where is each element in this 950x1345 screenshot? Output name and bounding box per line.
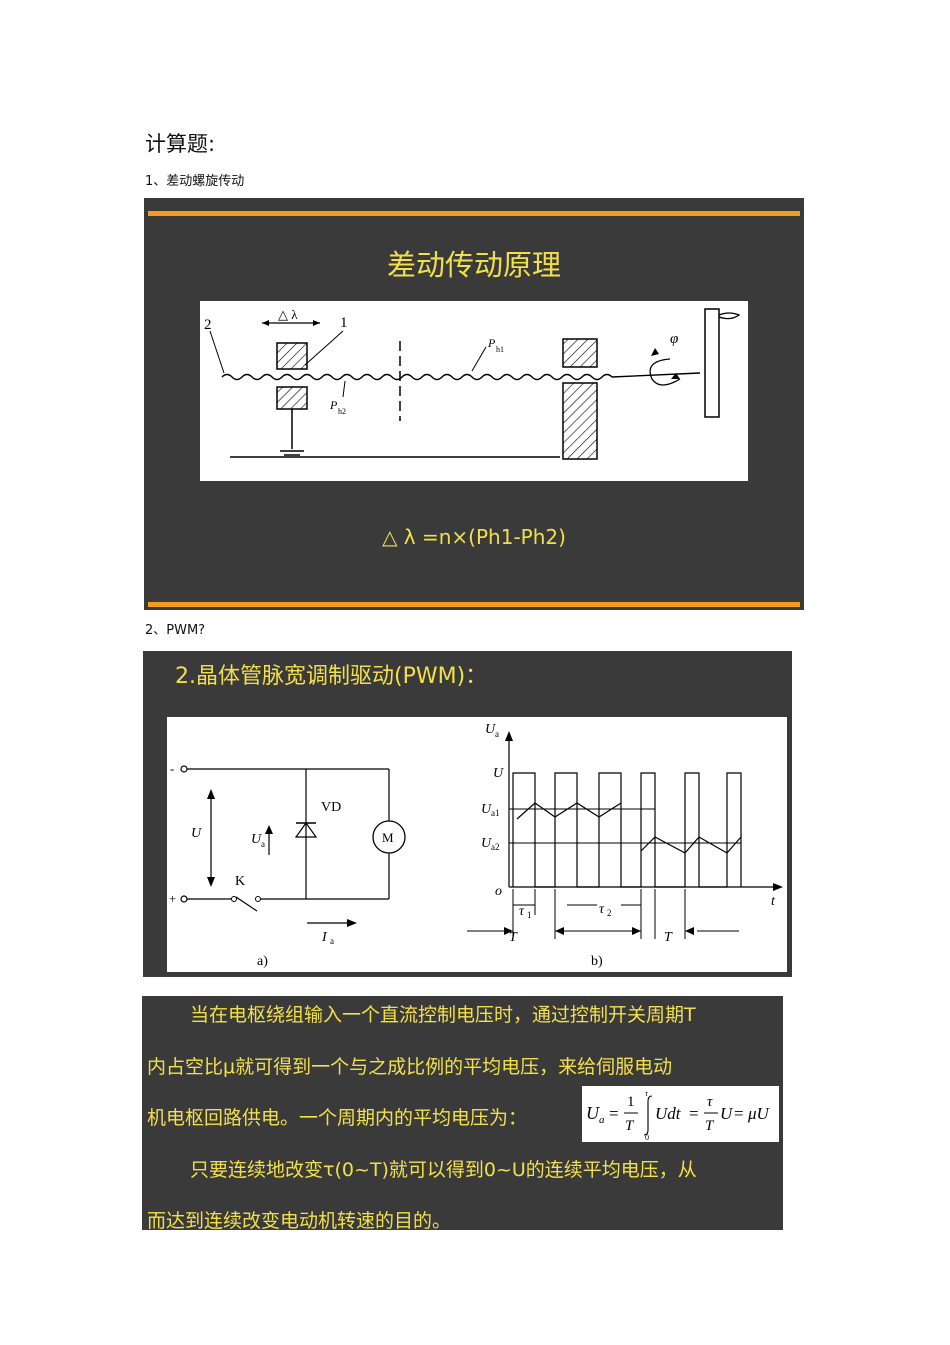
switch-k (235, 896, 258, 912)
diagram-label: o (495, 884, 502, 899)
label-1: 1 (340, 315, 348, 331)
label-2: 2 (204, 317, 212, 333)
item-2-label: 2、PWM? (145, 623, 206, 638)
pwm-diagram: - + U U a VD M K I a a) (167, 717, 787, 972)
diagram-label: = (609, 1104, 619, 1123)
diagram-label: - (170, 761, 174, 776)
orange-bar-bottom (148, 602, 800, 607)
diagram-label: a (330, 936, 334, 946)
pwm-pulse-train (512, 772, 742, 888)
diagram-label: U (251, 832, 262, 847)
page-heading: 计算题: (145, 132, 216, 156)
diagram-label: VD (321, 800, 341, 815)
text-line-1: 当在电枢绕组输入一个直流控制电压时，通过控制开关周期T (190, 1004, 696, 1026)
average-voltage-formula: U a = 1 T τ 0 Udt = τ T U = μU (582, 1086, 779, 1142)
ph2-sub: h2 (338, 407, 346, 416)
diagram-label: a (261, 839, 265, 849)
diagram-label: U (493, 766, 504, 781)
nut-1-bottom (276, 386, 308, 410)
diagram-label: + (169, 891, 176, 906)
handwheel-plate (704, 308, 720, 418)
diagram-label: a) (257, 954, 268, 969)
slide-differential-transmission: 差动传动原理 (144, 198, 804, 610)
diagram-label: U (720, 1104, 734, 1123)
screw-shaft (221, 372, 701, 381)
text-line-2: 内占空比μ就可得到一个与之成比例的平均电压，来给伺服电动 (147, 1056, 673, 1078)
ph2-label: P (329, 398, 338, 412)
text-line-4: 只要连续地改变τ(0~T)就可以得到0~U的连续平均电压，从 (190, 1159, 697, 1181)
diagram-label: b) (591, 954, 603, 969)
diagram-label: τ (707, 1094, 713, 1110)
ph1-label: P (487, 336, 496, 350)
slide-pwm-explanation: 当在电枢绕组输入一个直流控制电压时，通过控制开关周期T 内占空比μ就可得到一个与… (142, 996, 783, 1230)
diagram-label: t (771, 894, 776, 909)
differential-formula: △ λ =n×(Ph1-Ph2) (382, 525, 566, 549)
diagram-label: a1 (491, 808, 500, 818)
slide1-title: 差动传动原理 (386, 248, 561, 282)
text-line-3: 机电枢回路供电。一个周期内的平均电压为： (147, 1107, 528, 1129)
diagram-label: = (734, 1104, 744, 1123)
item-1-label: 1、差动螺旋传动 (145, 174, 245, 189)
text-line-5: 而达到连续改变电动机转速的目的。 (147, 1210, 452, 1230)
diode-symbol (294, 821, 318, 838)
diagram-label: U (485, 722, 496, 737)
fixed-wall (562, 382, 598, 460)
diagram-label: K (235, 874, 245, 889)
diagram-label: a (599, 1114, 605, 1126)
fixed-nut-top (562, 338, 598, 368)
diagram-label: = (689, 1104, 699, 1123)
diagram-label: τ (645, 1089, 649, 1098)
diagram-label: 1 (527, 910, 532, 920)
diagram-label: Udt (655, 1104, 682, 1123)
orange-bar-top (148, 211, 800, 216)
diagram-label: T (625, 1118, 635, 1134)
diagram-label: U (481, 802, 492, 817)
diagram-label: U (586, 1103, 600, 1123)
diagram-label: T (705, 1118, 715, 1134)
diagram-label: 1 (627, 1094, 635, 1110)
diagram-label: a2 (491, 842, 500, 852)
diagram-label: 2 (607, 908, 612, 918)
diagram-label: a (495, 729, 499, 739)
diagram-label: 0 (645, 1133, 649, 1142)
diagram-label: μU (747, 1104, 771, 1123)
diagram-label: τ (519, 904, 525, 919)
diagram-label: T (664, 930, 673, 945)
differential-screw-diagram: △ λ 1 2 P h1 P h2 φ (200, 301, 748, 481)
phi-label: φ (670, 331, 678, 347)
diagram-label: τ (599, 902, 605, 917)
diagram-label: U (191, 826, 202, 841)
slide2-title: 2.晶体管脉宽调制驱动(PWM)： (175, 664, 488, 689)
diagram-label: U (481, 836, 492, 851)
nut-1-top (276, 342, 308, 370)
ph1-sub: h1 (496, 345, 504, 354)
diagram-label: M (382, 830, 394, 845)
diagram-label: I (321, 930, 328, 945)
delta-lambda-label: △ λ (278, 307, 298, 322)
diagram-label: T (509, 930, 518, 945)
slide-pwm: 2.晶体管脉宽调制驱动(PWM)： (143, 651, 792, 977)
